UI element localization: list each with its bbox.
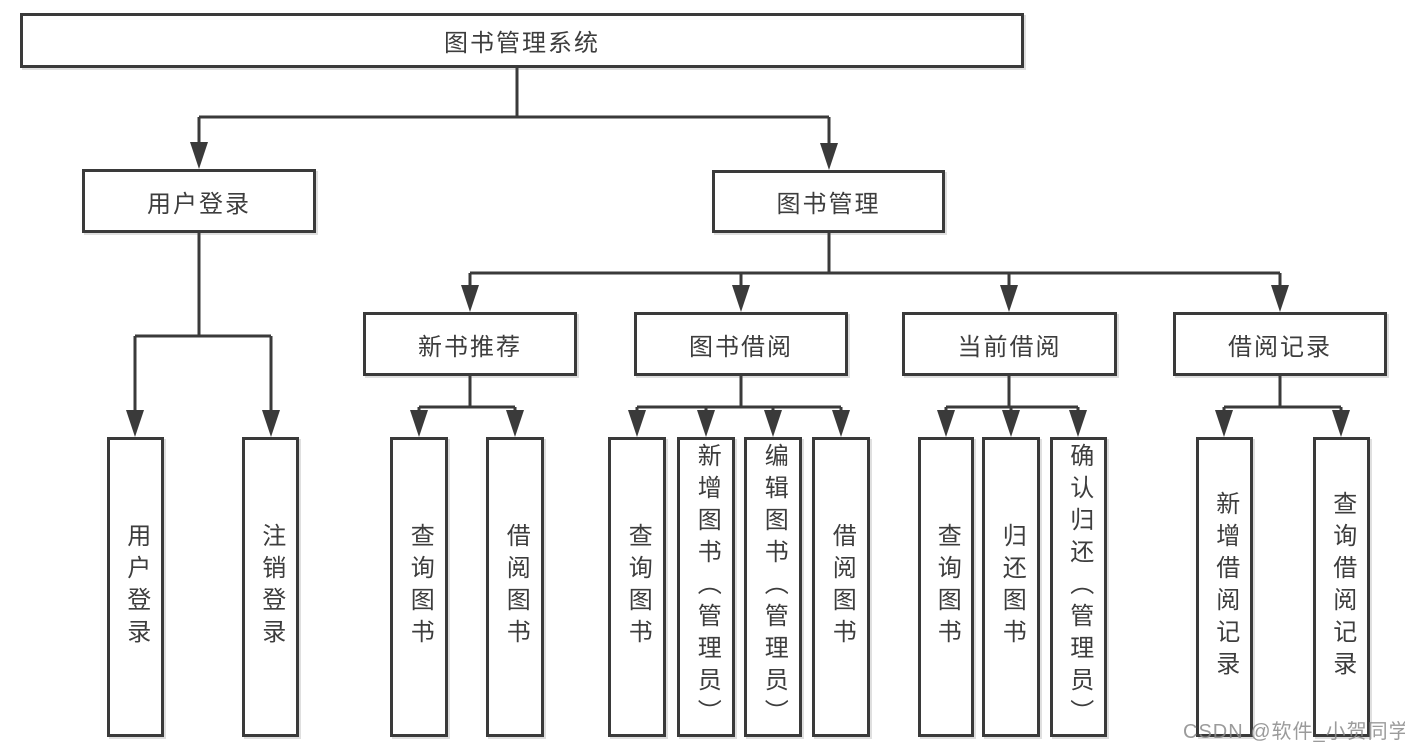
leaf-bookborrow-edit-book-admin: 编辑图书（管理员） [744,437,802,737]
leaf-current-return-book: 归还图书 [982,437,1040,737]
leaf-newbook-query-book: 查询图书 [390,437,448,737]
leaf-current-confirm-return-admin: 确认归还（管理员） [1050,437,1107,737]
leaf-current-query-book: 查询图书 [918,437,974,737]
leaf-user-logout: 注销登录 [242,437,299,737]
leaf-label: 新增图书（管理员） [693,443,721,731]
leaf-bookborrow-borrow-book: 借阅图书 [812,437,870,737]
leaf-label: 借阅图书 [502,523,530,651]
leaf-user-login: 用户登录 [107,437,164,737]
node-book-borrow: 图书借阅 [634,312,848,376]
leaf-label: 查询图书 [933,523,961,651]
leaf-record-add: 新增借阅记录 [1196,437,1253,737]
leaf-label: 用户登录 [122,523,150,651]
leaf-label: 归还图书 [998,523,1026,651]
leaf-record-query: 查询借阅记录 [1313,437,1370,737]
leaf-newbook-borrow-book: 借阅图书 [486,437,544,737]
leaf-label: 查询图书 [406,523,434,651]
node-new-book-recommend: 新书推荐 [363,312,577,376]
node-current-borrow: 当前借阅 [902,312,1117,376]
node-root-system: 图书管理系统 [20,13,1024,68]
leaf-bookborrow-query-book: 查询图书 [608,437,666,737]
leaf-label: 查询借阅记录 [1328,491,1356,683]
leaf-bookborrow-add-book-admin: 新增图书（管理员） [677,437,735,737]
node-borrow-record: 借阅记录 [1173,312,1387,376]
leaf-label: 注销登录 [257,523,285,651]
node-user-login: 用户登录 [82,169,316,233]
leaf-label: 查询图书 [624,523,652,651]
node-book-management: 图书管理 [712,170,945,233]
leaf-label: 编辑图书（管理员） [760,443,788,731]
leaf-label: 确认归还（管理员） [1065,443,1093,731]
csdn-watermark: CSDN @软件_小贺同学 [1183,721,1405,743]
leaf-label: 新增借阅记录 [1211,491,1239,683]
leaf-label: 借阅图书 [828,523,856,651]
